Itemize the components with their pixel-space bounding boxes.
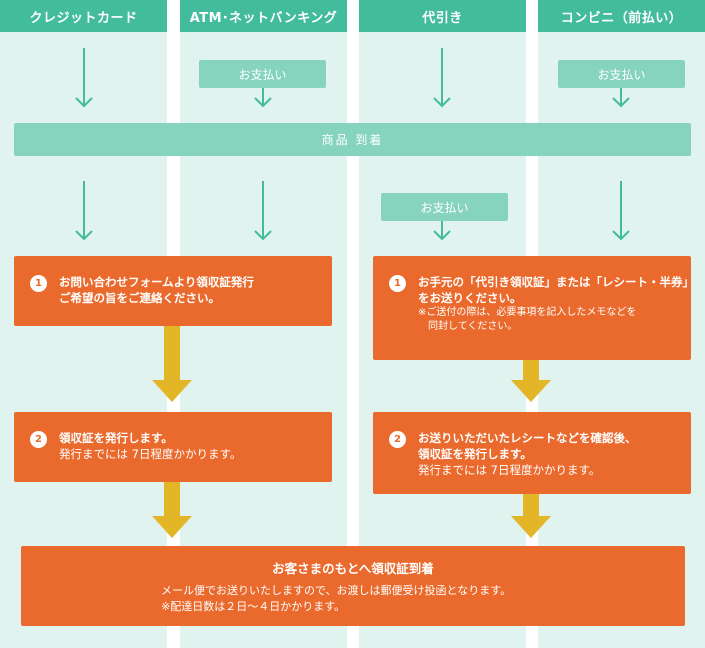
final-arrival-box: お客さまのもとへ領収証到着 メール便でお送りいたしますので、お渡しは郵便受け投函… [21, 546, 685, 626]
final-line-1: メール便でお送りいたしますので、お渡しは郵便受け投函となります。 [161, 584, 512, 597]
final-title: お客さまのもとへ領収証到着 [272, 561, 434, 576]
left-step-2-line-1: 領収証を発行します。 [59, 431, 173, 445]
down-arrow-icon [511, 360, 551, 402]
down-arrow-icon [433, 221, 451, 241]
right-step-2-line-2: 領収証を発行します。 [418, 447, 532, 461]
step-number-badge: 1 [389, 275, 406, 292]
right-step-2-line-3: 発行までには 7日程度かかります。 [418, 463, 601, 477]
right-step-2-line-1: お送りいただいたレシートなどを確認後、 [418, 431, 637, 445]
down-arrow-icon [152, 482, 192, 538]
header-convenience-store: コンビニ（前払い） [538, 0, 705, 32]
header-credit-card: クレジットカード [0, 0, 167, 32]
payment-box-convenience: お支払い [558, 60, 685, 88]
header-cash-on-delivery: 代引き [359, 0, 526, 32]
down-arrow-icon [612, 181, 630, 241]
final-line-2: ※配達日数は２日～４日かかります。 [161, 600, 346, 613]
down-arrow-icon [152, 326, 192, 402]
header-atm-netbanking: ATM･ネットバンキング [180, 0, 347, 32]
down-arrow-icon [254, 88, 272, 108]
step-number-badge: 2 [30, 431, 47, 448]
down-arrow-icon [511, 494, 551, 538]
down-arrow-icon [75, 48, 93, 108]
payment-box-cod: お支払い [381, 193, 508, 221]
down-arrow-icon [254, 181, 272, 241]
payment-box-atm: お支払い [199, 60, 326, 88]
product-arrival-bar: 商品 到着 [14, 123, 691, 156]
left-step-2-line-2: 発行までには 7日程度かかります。 [59, 447, 242, 461]
right-step-1-note-2: 同封してください。 [418, 321, 518, 332]
step-number-badge: 2 [389, 431, 406, 448]
right-step-1-line-2: をお送りください。 [418, 291, 522, 305]
left-step-1-line-2: ご希望の旨をご連絡ください。 [59, 291, 220, 305]
left-step-2-box: 2 領収証を発行します。 発行までには 7日程度かかります。 [14, 412, 332, 482]
left-step-1-line-1: お問い合わせフォームより領収証発行 [59, 275, 254, 289]
right-step-2-box: 2 お送りいただいたレシートなどを確認後、 領収証を発行します。 発行までには … [373, 412, 691, 494]
step-number-badge: 1 [30, 275, 47, 292]
down-arrow-icon [612, 88, 630, 108]
left-step-1-box: 1 お問い合わせフォームより領収証発行 ご希望の旨をご連絡ください。 [14, 256, 332, 326]
right-step-1-note-1: ※ご送付の際は、必要事項を記入したメモなどを [418, 307, 637, 318]
right-step-1-line-1: お手元の「代引き領収証」または「レシート・半券」 [418, 275, 694, 289]
down-arrow-icon [75, 181, 93, 241]
right-step-1-box: 1 お手元の「代引き領収証」または「レシート・半券」 をお送りください。 ※ご送… [373, 256, 694, 360]
down-arrow-icon [433, 48, 451, 108]
